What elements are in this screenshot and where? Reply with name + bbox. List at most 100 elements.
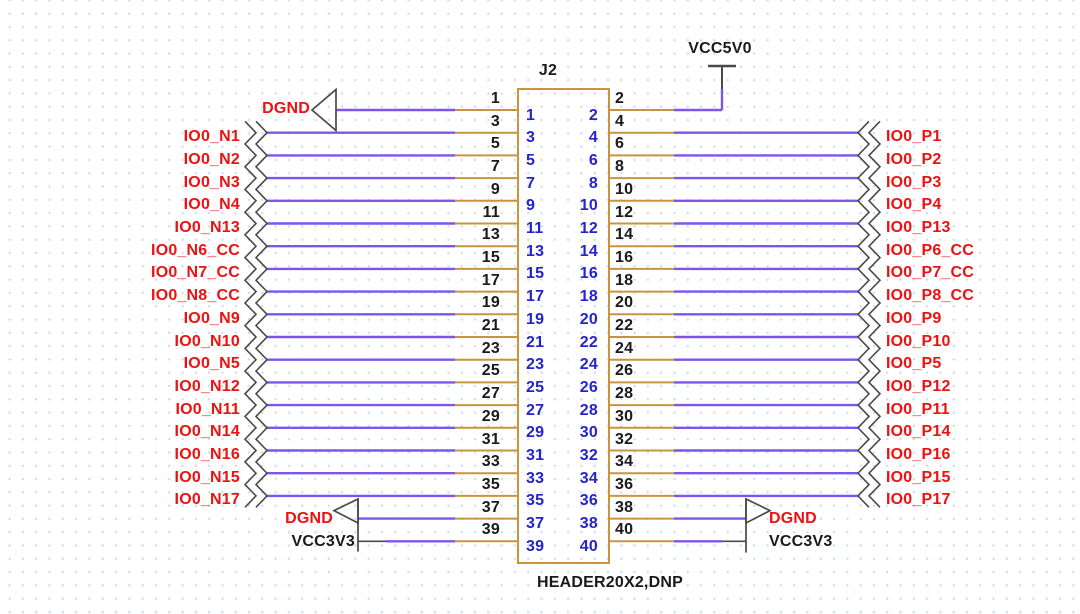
pad-number-9: 9 <box>490 180 500 198</box>
pad-number-20: 20 <box>615 294 634 312</box>
pad-number-31: 31 <box>481 430 500 448</box>
pin-number-28: 28 <box>579 401 598 419</box>
pin-number-24: 24 <box>579 356 598 374</box>
pin-number-19: 19 <box>526 310 545 328</box>
net-label-io0_n16-pin31: IO0_N16 <box>174 446 240 463</box>
pad-number-10: 10 <box>615 180 634 198</box>
pin-number-32: 32 <box>579 447 598 464</box>
pin-number-29: 29 <box>526 424 545 442</box>
offsheet-zigzag-right <box>856 120 871 508</box>
pin-number-21: 21 <box>526 333 545 351</box>
pin-number-34: 34 <box>579 469 598 487</box>
pad-number-32: 32 <box>615 430 634 448</box>
pin-number-33: 33 <box>526 469 545 487</box>
pin-number-9: 9 <box>526 197 536 215</box>
pad-number-28: 28 <box>615 385 634 403</box>
net-label-io0_p8_cc-pin18: IO0_P8_CC <box>886 287 975 305</box>
net-label-io0_n9-pin19: IO0_N9 <box>183 309 240 327</box>
pin-number-18: 18 <box>579 288 598 306</box>
net-label-io0_p10-pin22: IO0_P10 <box>886 332 951 350</box>
pad-number-25: 25 <box>481 362 500 380</box>
pad-number-14: 14 <box>615 226 634 244</box>
pin-number-4: 4 <box>588 129 598 147</box>
pin-number-8: 8 <box>588 174 598 192</box>
pad-number-24: 24 <box>615 339 634 357</box>
pin-number-10: 10 <box>579 197 598 215</box>
pin-number-30: 30 <box>579 424 598 442</box>
pad-number-26: 26 <box>615 362 634 380</box>
pin-number-16: 16 <box>579 265 598 283</box>
pin-number-31: 31 <box>526 447 545 464</box>
net-label-dgnd-pin1: DGND <box>262 100 310 117</box>
pad-number-1: 1 <box>490 90 500 107</box>
pad-number-13: 13 <box>481 226 500 244</box>
net-label-io0_n15-pin33: IO0_N15 <box>174 468 240 486</box>
pad-number-6: 6 <box>615 135 625 153</box>
pad-number-37: 37 <box>481 498 500 516</box>
net-label-io0_n1-pin3: IO0_N1 <box>183 128 240 146</box>
net-label-io0_p7_cc-pin16: IO0_P7_CC <box>886 264 975 282</box>
dgnd-power-symbol <box>332 497 359 525</box>
component-designator: J2 <box>538 62 558 79</box>
pad-number-16: 16 <box>615 248 634 266</box>
net-label-io0_n10-pin21: IO0_N10 <box>174 332 240 350</box>
pin-number-23: 23 <box>526 356 545 374</box>
pin-number-12: 12 <box>579 220 598 237</box>
pin-number-20: 20 <box>579 310 598 328</box>
pad-number-21: 21 <box>481 317 500 334</box>
net-label-io0_p3-pin8: IO0_P3 <box>886 173 942 191</box>
pin-number-17: 17 <box>526 288 545 306</box>
pad-number-38: 38 <box>615 498 634 516</box>
pin-number-27: 27 <box>526 401 545 419</box>
pad-number-33: 33 <box>481 453 500 471</box>
connector-body <box>517 88 610 564</box>
dgnd-power-symbol <box>310 87 337 133</box>
net-label-io0_p2-pin6: IO0_P2 <box>886 150 942 168</box>
offsheet-zigzag-right <box>867 120 882 508</box>
pin-number-11: 11 <box>526 220 544 237</box>
net-label-io0_p4-pin10: IO0_P4 <box>886 196 942 214</box>
pin-number-39: 39 <box>526 537 545 555</box>
net-label-io0_n5-pin23: IO0_N5 <box>183 355 240 373</box>
net-label-io0_p11-pin28: IO0_P11 <box>886 400 950 418</box>
offsheet-zigzag-left <box>254 120 269 508</box>
pin-number-35: 35 <box>526 492 545 510</box>
pin-number-6: 6 <box>588 151 598 169</box>
net-label-io0_p13-pin12: IO0_P13 <box>886 219 951 236</box>
pin-number-22: 22 <box>579 333 598 351</box>
net-label-io0_n4-pin9: IO0_N4 <box>183 196 240 214</box>
pad-number-2: 2 <box>615 90 625 107</box>
pin-number-2: 2 <box>588 106 598 124</box>
dgnd-power-symbol <box>745 497 772 525</box>
net-label-io0_p1-pin4: IO0_P1 <box>886 128 942 146</box>
pin-number-5: 5 <box>526 151 536 169</box>
net-label-io0_n14-pin29: IO0_N14 <box>174 423 240 441</box>
net-label-io0_n7_cc-pin15: IO0_N7_CC <box>151 264 240 282</box>
net-label-io0_p6_cc-pin14: IO0_P6_CC <box>886 241 975 259</box>
net-label-io0_p17-pin36: IO0_P17 <box>886 491 951 509</box>
pin-number-7: 7 <box>526 174 536 192</box>
net-label-io0_n2-pin5: IO0_N2 <box>183 150 240 168</box>
pin-number-36: 36 <box>579 492 598 510</box>
pin-number-14: 14 <box>579 242 598 260</box>
net-label-vcc3v3-pin39: VCC3V3 <box>291 532 355 550</box>
pin-number-15: 15 <box>526 265 545 283</box>
net-label-vcc5v0-pin2: VCC5V0 <box>688 40 752 57</box>
pad-number-29: 29 <box>481 407 500 425</box>
pin-number-13: 13 <box>526 242 545 260</box>
pad-number-12: 12 <box>615 203 634 221</box>
net-label-io0_n17-pin35: IO0_N17 <box>174 491 240 509</box>
pin-number-40: 40 <box>579 537 598 555</box>
net-label-io0_n8_cc-pin17: IO0_N8_CC <box>151 287 240 305</box>
pad-number-3: 3 <box>490 112 500 130</box>
pin-number-25: 25 <box>526 378 545 396</box>
pad-number-15: 15 <box>481 248 500 266</box>
pad-number-27: 27 <box>481 385 500 403</box>
pad-number-39: 39 <box>481 521 500 539</box>
pad-number-23: 23 <box>481 339 500 357</box>
net-label-io0_p9-pin20: IO0_P9 <box>886 309 942 327</box>
net-label-vcc3v3-pin40: VCC3V3 <box>769 532 833 550</box>
net-label-io0_n13-pin11: IO0_N13 <box>174 219 240 236</box>
pin-number-37: 37 <box>526 515 545 533</box>
